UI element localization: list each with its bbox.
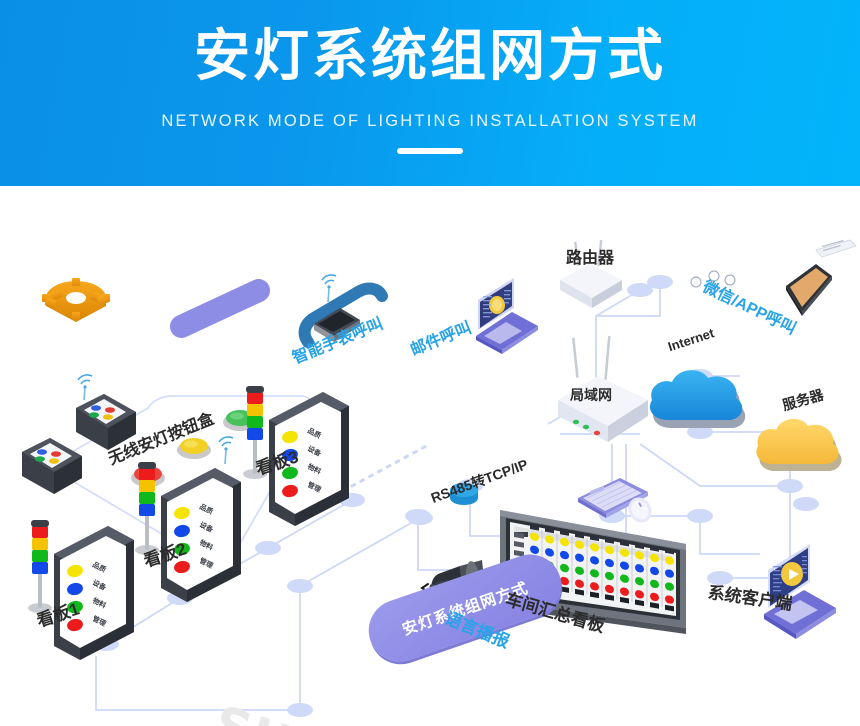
rs485-converter-icon [450, 483, 478, 505]
gear-icon [42, 278, 110, 322]
wifi-signal-icon-2 [218, 436, 234, 465]
smartwatch-icon [298, 282, 388, 348]
network-diagram: 品质 设备 物料 管理 [0, 186, 860, 726]
wifi-signal-icon-3 [321, 274, 337, 303]
wireless-button-box-2 [76, 394, 136, 450]
kanban-lamps-1 [67, 564, 83, 632]
router-icon-lan [558, 336, 648, 442]
smartphone-icon [690, 239, 857, 316]
router-status-leds [572, 419, 601, 436]
router-icon-top [560, 240, 622, 308]
laptop-icon-email [476, 278, 538, 354]
board-led-grid [514, 524, 674, 612]
cloud-icon-server [756, 418, 842, 471]
kanban-panel-1: 品质 设备 物料 管理 [28, 520, 134, 660]
kanban-lamps-3 [282, 430, 298, 498]
wifi-signal-icon [77, 374, 93, 401]
tower-light-3 [243, 386, 267, 479]
keyboard-icon [578, 478, 648, 518]
kanban-panel-3: 品质 设备 物料 管理 [243, 386, 349, 526]
tower-light-2 [135, 462, 159, 555]
laptop-icon-client [764, 544, 836, 639]
tower-light-1 [28, 520, 52, 613]
header-divider [397, 148, 463, 154]
kanban-panel-2: 品质 设备 物料 管理 [135, 436, 241, 602]
kanban-lamps-2 [174, 506, 190, 574]
wireless-button-box-1 [22, 438, 82, 494]
page-subtitle: NETWORK MODE OF LIGHTING INSTALLATION SY… [161, 112, 699, 130]
page-title: 安灯系统组网方式 [194, 24, 666, 89]
mouse-icon [628, 497, 652, 523]
cloud-icon-internet [649, 370, 746, 428]
page-header: 安灯系统组网方式 NETWORK MODE OF LIGHTING INSTAL… [0, 0, 860, 186]
push-button-yellow [177, 438, 211, 459]
